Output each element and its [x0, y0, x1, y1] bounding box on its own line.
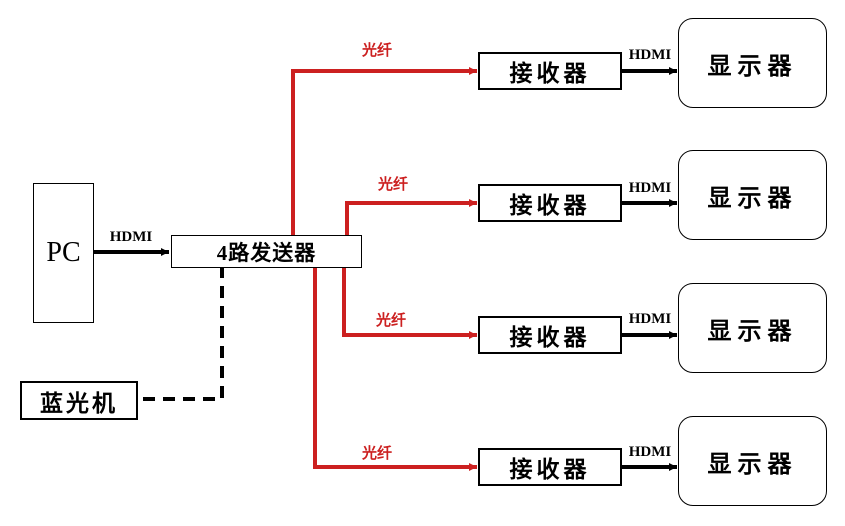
receiver-label: 接收器 [509, 457, 591, 482]
hdmi-label-row4: HDMI [628, 444, 672, 460]
node-receiver-3: 接收器 [478, 316, 622, 354]
display-label: 显示器 [707, 451, 798, 478]
fiber-cable-transmitter-to-receiver1 [291, 67, 477, 235]
dashed-cable-bluray-to-transmitter [140, 266, 224, 401]
fiber-label-row3: 光纤 [375, 313, 406, 329]
pc-label: PC [46, 237, 81, 268]
display-label: 显示器 [707, 185, 798, 212]
fiber-cable-transmitter-to-receiver3 [342, 266, 477, 339]
hdmi-label-row1: HDMI [628, 47, 672, 63]
node-display-3: 显示器 [678, 283, 827, 373]
fiber-label-row4: 光纤 [361, 446, 392, 462]
node-transmitter: 4路发送器 [171, 235, 362, 268]
fiber-cable-transmitter-to-receiver4 [313, 266, 477, 471]
hdmi-label-row2: HDMI [628, 180, 672, 196]
node-display-2: 显示器 [678, 150, 827, 240]
fiber-cable-transmitter-to-receiver2 [345, 199, 477, 235]
receiver-label: 接收器 [509, 325, 591, 350]
display-label: 显示器 [707, 318, 798, 345]
node-receiver-2: 接收器 [478, 184, 622, 222]
transmitter-label: 4路发送器 [216, 240, 317, 265]
display-label: 显示器 [707, 53, 798, 80]
node-display-1: 显示器 [678, 18, 827, 108]
fiber-label-row1: 光纤 [361, 43, 392, 59]
node-receiver-1: 接收器 [478, 52, 622, 90]
hdmi-label-pc: HDMI [109, 229, 153, 245]
node-receiver-4: 接收器 [478, 448, 622, 486]
node-display-4: 显示器 [678, 416, 827, 506]
bluray-label: 蓝光机 [40, 390, 118, 416]
fiber-label-row2: 光纤 [377, 177, 408, 193]
hdmi-label-row3: HDMI [628, 311, 672, 327]
receiver-label: 接收器 [509, 193, 591, 218]
node-bluray-player: 蓝光机 [20, 381, 138, 420]
node-pc: PC [33, 183, 94, 323]
receiver-label: 接收器 [509, 61, 591, 86]
